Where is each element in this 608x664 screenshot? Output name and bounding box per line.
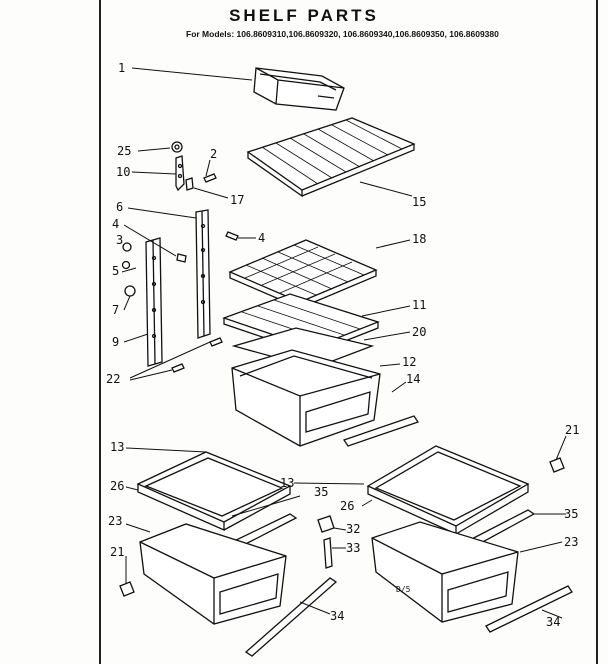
part-18-shelf <box>228 239 378 309</box>
callout-1: 1 <box>118 61 125 75</box>
callout-2: 2 <box>210 147 217 161</box>
callout-18: 18 <box>412 232 426 246</box>
callout-5: 5 <box>112 264 119 278</box>
callout-35-left: 35 <box>314 485 328 499</box>
callout-9: 9 <box>112 335 119 349</box>
callout-13-right: 13 <box>280 476 294 490</box>
callout-35-right: 35 <box>564 507 578 521</box>
drawing-code: D/5 <box>396 585 411 594</box>
callout-21-right: 21 <box>565 423 579 437</box>
part-1-pan <box>253 67 345 111</box>
callout-6: 6 <box>116 200 123 214</box>
callout-17: 17 <box>230 193 244 207</box>
callout-4-left: 4 <box>112 217 119 231</box>
callout-34-right: 34 <box>546 615 560 629</box>
callout-32: 32 <box>346 522 360 536</box>
part-13-shelf-right <box>366 445 530 536</box>
part-23-drawer-left <box>139 523 287 625</box>
callout-11: 11 <box>412 298 426 312</box>
callout-4-right: 4 <box>258 231 265 245</box>
callout-7: 7 <box>112 303 119 317</box>
part-13-shelf-left <box>136 451 292 531</box>
model-list: For Models: 106.8609310,106.8609320, 106… <box>186 29 499 39</box>
callout-numbers: 1 25 2 10 17 15 6 4 4 3 18 5 11 7 20 9 1… <box>106 61 579 629</box>
part-23-drawer-right <box>371 521 519 623</box>
leader-lines <box>121 67 567 619</box>
part-14-trim <box>342 415 420 447</box>
diagram-title: SHELF PARTS <box>229 6 379 25</box>
part-34-strip-right <box>485 585 573 633</box>
callout-21-left: 21 <box>110 545 124 559</box>
part-9-rail <box>145 237 163 367</box>
callout-14: 14 <box>406 372 420 386</box>
part-12-drawer <box>231 349 381 447</box>
rail-fasteners <box>121 231 239 373</box>
callout-10: 10 <box>116 165 130 179</box>
callout-15: 15 <box>412 195 426 209</box>
part-21-roller-left <box>119 581 135 597</box>
callout-34-left: 34 <box>330 609 344 623</box>
part-21-roller-right <box>549 457 565 473</box>
callout-26-right: 26 <box>340 499 354 513</box>
callout-12: 12 <box>402 355 416 369</box>
parts-32-33-hardware <box>317 515 335 569</box>
callout-13-left: 13 <box>110 440 124 454</box>
part-15-wire-shelf <box>246 117 416 198</box>
callout-25: 25 <box>117 144 131 158</box>
callout-22: 22 <box>106 372 120 386</box>
callout-33: 33 <box>346 541 360 555</box>
page-edge-right <box>596 0 598 664</box>
page-edge-left <box>99 0 101 664</box>
callout-26-left: 26 <box>110 479 124 493</box>
callout-23-left: 23 <box>108 514 122 528</box>
callout-23-right: 23 <box>564 535 578 549</box>
callout-20: 20 <box>412 325 426 339</box>
part-6-rail <box>195 209 211 339</box>
callout-3: 3 <box>116 233 123 247</box>
bracket-assembly-upper <box>171 141 217 192</box>
